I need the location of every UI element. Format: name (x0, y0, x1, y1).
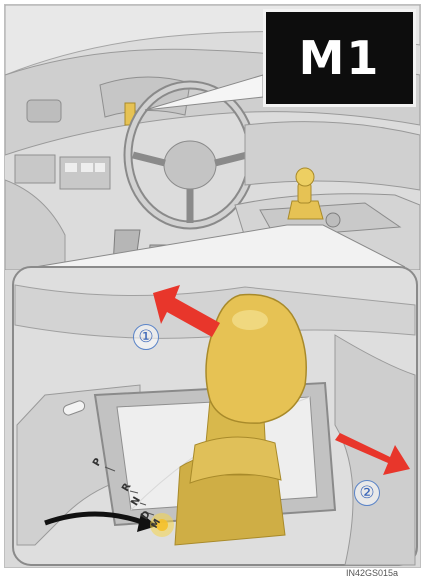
manual-mode-label: M1 (299, 31, 381, 85)
manual-mode-indicator: M1 (263, 9, 416, 107)
step-marker-2: ② (354, 480, 380, 506)
illustration-frame: M1 ① ② P R N D M (4, 4, 421, 568)
step-marker-1: ① (133, 324, 159, 350)
